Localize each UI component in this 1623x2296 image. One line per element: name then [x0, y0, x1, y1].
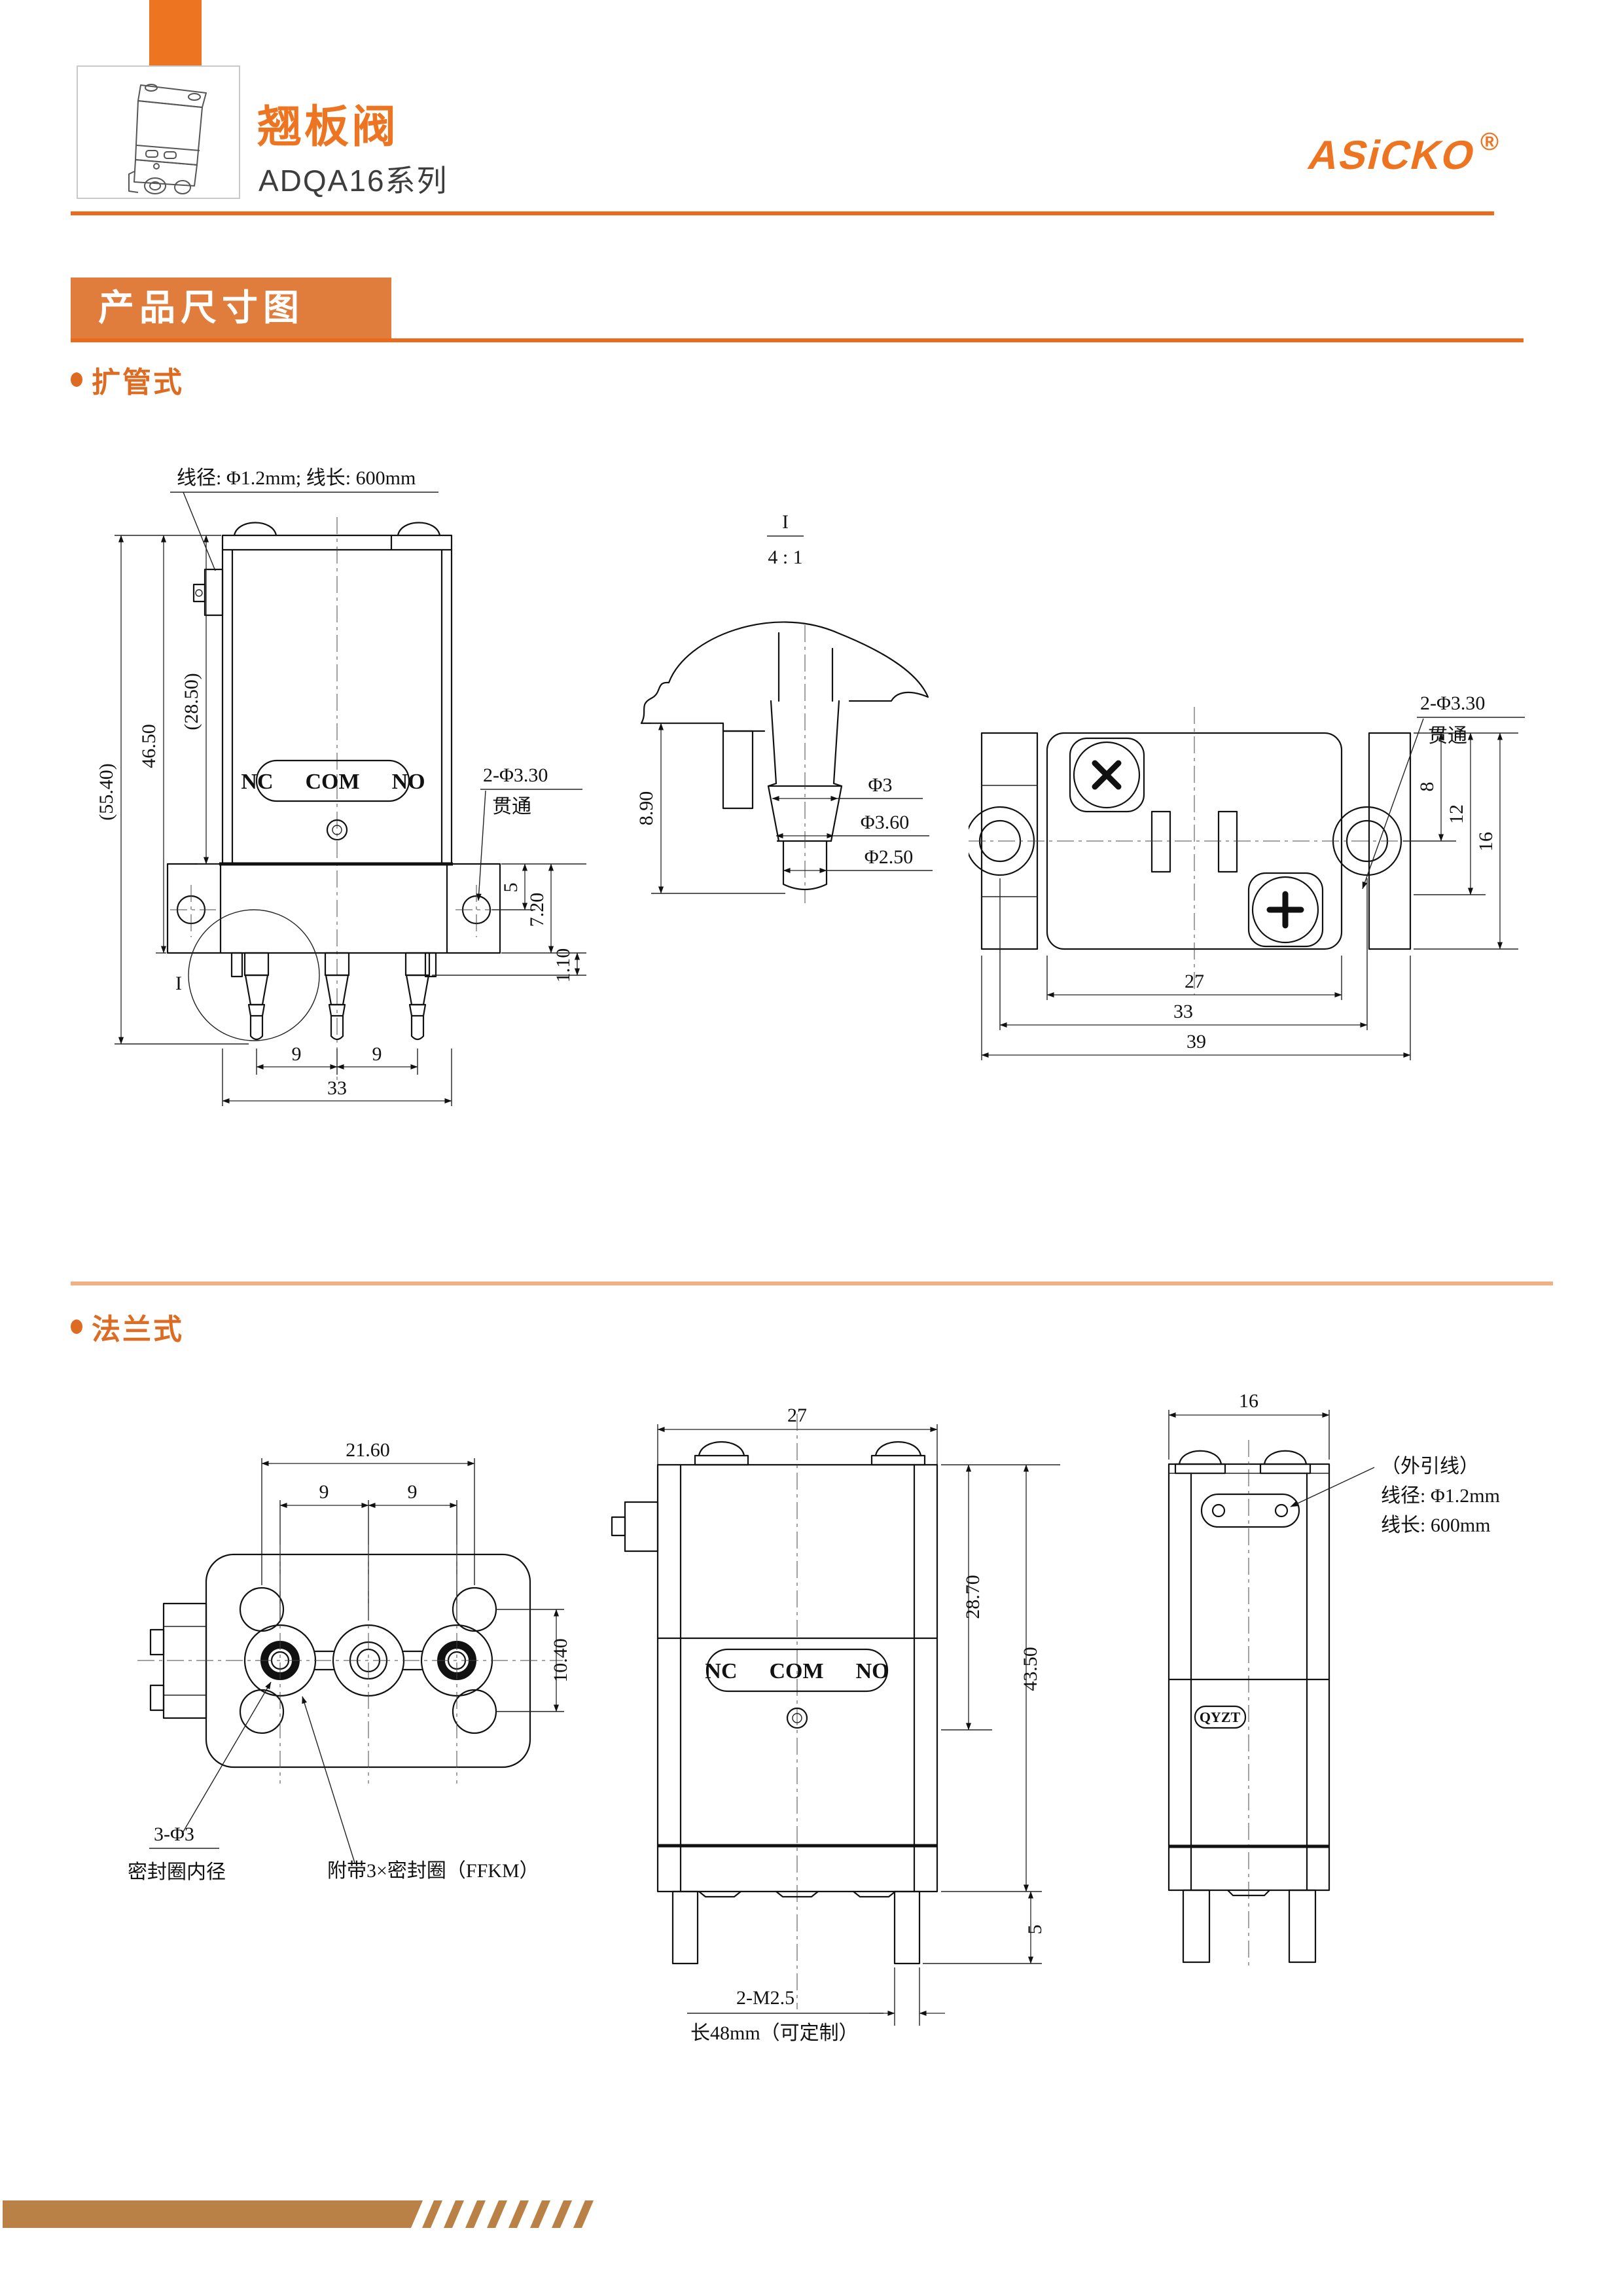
- dim-total-height: (55.40): [96, 763, 117, 820]
- dim-w1: 27: [1185, 971, 1204, 992]
- detail-title-scale: 4 : 1: [768, 547, 802, 568]
- dim-w2: 33: [1173, 1001, 1193, 1022]
- wire-note-line2: 线径: Φ1.2mm: [1381, 1485, 1500, 1507]
- top-orange-tab: [149, 0, 202, 65]
- wire-note-line3: 线长: 600mm: [1381, 1515, 1491, 1536]
- dim-body-height: 46.50: [138, 724, 160, 768]
- dim-e3: 16: [1475, 832, 1497, 852]
- dim-upper-height: (28.50): [181, 673, 202, 730]
- subsection-flange-label: 法兰式: [92, 1314, 184, 1346]
- brand-plate-label: QYZT: [1200, 1709, 1241, 1725]
- dim-detail-height: 8.90: [635, 791, 657, 826]
- drawing-flange-front-view: 27 NC COM NO 28.70 43.50: [611, 1405, 1060, 2044]
- seal-note-line2: 密封圈内径: [128, 1861, 226, 1883]
- section-divider: [71, 1282, 1553, 1285]
- dim-w3: 39: [1186, 1031, 1206, 1052]
- section-banner: 产品尺寸图: [71, 278, 391, 338]
- dim-flange-thickness: 5: [500, 883, 522, 893]
- dim-e1: 8: [1416, 782, 1438, 792]
- wire-note: 线径: Φ1.2mm; 线长: 600mm: [177, 467, 416, 489]
- series-subtitle: ADQA16系列: [259, 164, 448, 198]
- subsection-flared: 扩管式: [71, 359, 184, 401]
- footer-band: [3, 2200, 594, 2228]
- port-plate-label: NC COM NO: [241, 770, 425, 794]
- dim-step: 1.10: [552, 948, 574, 983]
- detail-mark: I: [175, 973, 182, 994]
- dim-d1: Φ3: [868, 774, 893, 796]
- dim-pitch-left: 9: [292, 1043, 302, 1065]
- drawing-flared-top-view: 2-Φ3.30 贯通 8 12 16 27 33 39: [969, 692, 1525, 1060]
- barbed-ports: [243, 952, 431, 1041]
- dim-flange-width: 21.60: [346, 1439, 390, 1461]
- dim-leg: 5: [1024, 1925, 1046, 1935]
- hole-note-line2: 贯通: [1428, 725, 1467, 747]
- hole-note-line1: 2-Φ3.30: [483, 764, 548, 786]
- dim-h2: 43.50: [1020, 1647, 1041, 1691]
- dim-pitch-right: 9: [372, 1043, 382, 1065]
- dim-port-height: 7.20: [526, 893, 548, 927]
- dim-depth: 16: [1239, 1394, 1258, 1412]
- product-thumbnail-box: [77, 65, 240, 199]
- brand-logo: ASiCKO: [1304, 133, 1481, 178]
- bullet-icon: [71, 1319, 82, 1334]
- oring-note: 附带3×密封圈（FFKM）: [327, 1860, 539, 1882]
- hole-note-line2: 贯通: [492, 796, 531, 817]
- stud-note-line1: 2-M2.5: [736, 1987, 794, 2009]
- detail-title-num: I: [782, 511, 789, 533]
- registered-mark-icon: ®: [1480, 128, 1499, 156]
- dim-p1: 9: [319, 1481, 329, 1503]
- page-title: 翘板阀: [257, 102, 399, 152]
- dim-h1: 28.70: [962, 1575, 984, 1619]
- dim-d2: Φ3.60: [861, 812, 909, 833]
- dim-p2: 9: [408, 1481, 418, 1503]
- detail-circle: [188, 909, 320, 1041]
- subsection-flange: 法兰式: [71, 1306, 184, 1348]
- dim-e2: 12: [1446, 804, 1467, 824]
- drawing-flange-side-view: 16 （外引线） 线径: Φ1.2mm 线长: 600mm QYZT: [1168, 1394, 1500, 1970]
- wire-note-line1: （外引线）: [1381, 1456, 1479, 1477]
- dim-d3: Φ2.50: [865, 846, 913, 868]
- dim-width: 33: [327, 1077, 347, 1099]
- header-rule: [71, 211, 1494, 215]
- banner-rule: [71, 338, 1524, 342]
- subsection-flared-label: 扩管式: [92, 367, 184, 399]
- port-plate-label: NC COM NO: [705, 1659, 889, 1683]
- seal-note-line1: 3-Φ3: [154, 1823, 194, 1845]
- dim-flange-height: 10.40: [550, 1638, 571, 1683]
- stud-note-line2: 长48mm（可定制）: [690, 2022, 859, 2044]
- hole-note-line1: 2-Φ3.30: [1420, 692, 1485, 714]
- drawing-flared-front-view: 线径: Φ1.2mm; 线长: 600mm NC COM NO: [96, 467, 586, 1106]
- bullet-icon: [71, 372, 82, 387]
- product-illustration-icon: [128, 84, 207, 194]
- drawing-detail-4to1: I 4 : 1 8.90 Φ3 Φ3.60 Φ2.50: [635, 511, 933, 903]
- drawing-flange-bottom-view: 21.60 9 9: [128, 1439, 571, 1883]
